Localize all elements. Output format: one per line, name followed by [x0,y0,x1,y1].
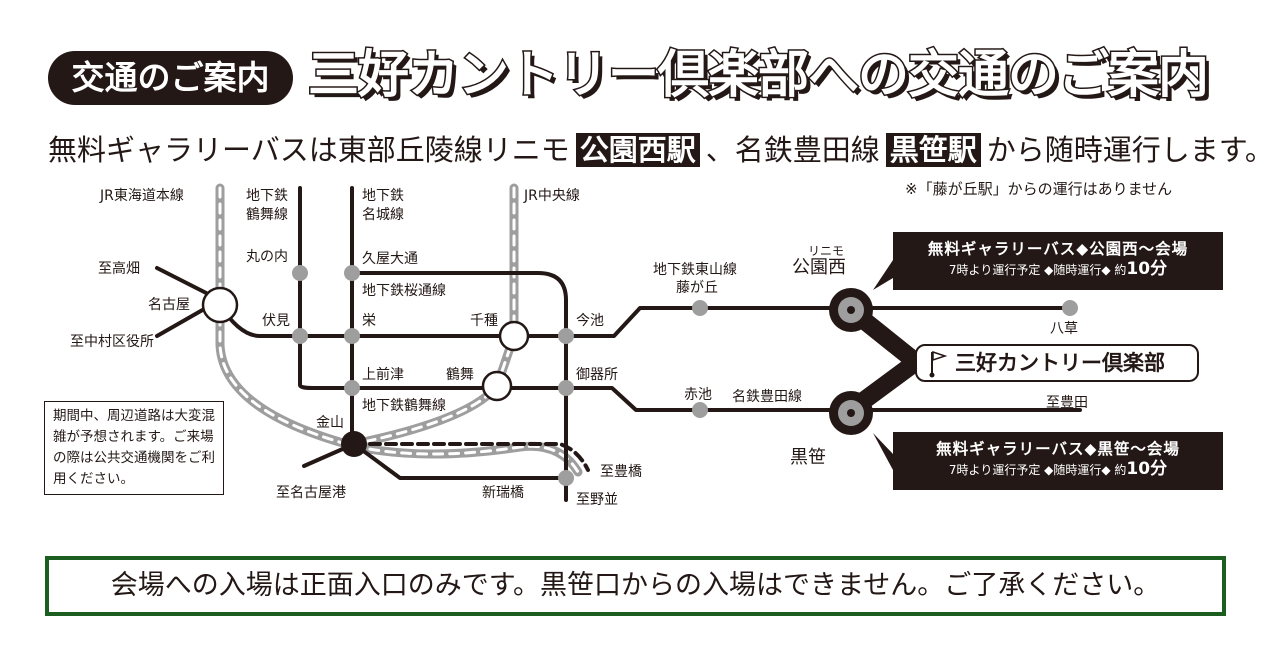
label-toyohashi: 至豊橋 [600,464,642,480]
label-kanayama: 金山 [316,415,344,431]
label-marunouchi: 丸の内 [246,249,288,265]
subtitle-part1: 無料ギャラリーバスは東部丘陵線リニモ [48,133,570,167]
label-chikusa: 千種 [470,313,498,329]
jr-tokaido-line [215,183,583,477]
station-koen-nishi [829,288,873,332]
label-kurozasa: 黒笹 [790,447,826,468]
golf-flag-icon [929,350,948,378]
label-jr-chuo: JR中央線 [524,188,580,204]
stations [292,265,1078,486]
label-jr-tokaido: JR東海道本線 [100,188,184,204]
label-nagoyako: 至名古屋港 [276,485,346,501]
entrance-notice: 会場への入場は正面入口のみです。黒笹口からの入場はできません。ご了承ください。 [45,556,1226,616]
label-tsurumai-2: 鶴舞線 [246,207,288,223]
bus1-detail: 7時より運行予定 ◆随時運行◆ 約10分 [893,259,1223,280]
label-gokiso: 御器所 [576,367,618,383]
subway-lines [155,186,1082,502]
bus-info-kurozasa: 無料ギャラリーバス◆黒笹〜会場 7時より運行予定 ◆随時運行◆ 約10分 [893,432,1223,490]
label-fujigaoka: 藤が丘 [676,280,718,296]
station-tsurumai [481,370,513,402]
label-nonami: 至野並 [576,492,618,508]
bus2-title: 無料ギャラリーバス◆黒笹〜会場 [936,440,1180,458]
station-tag-koen-nishi: 公園西駅 [575,133,700,167]
label-tsurumai: 鶴舞 [446,367,474,383]
label-tsurumai-line: 地下鉄鶴舞線 [362,398,446,414]
label-akaike: 赤池 [684,387,712,403]
label-sakuradori: 地下鉄桜通線 [362,283,446,299]
label-koen-nishi: 公園西 [792,257,846,278]
section-badge: 交通のご案内 [48,51,293,105]
page-title: 三好カントリー倶楽部への交通のご案内 [306,45,1210,107]
label-fushimi: 伏見 [262,313,290,329]
label-nagoya: 名古屋 [148,297,190,313]
label-linimo: リニモ [808,244,845,258]
station-chikusa [498,320,530,352]
meitetsu-nagoya-line [352,442,590,472]
label-takabata: 至高畑 [98,261,140,277]
destination-name: 三好カントリー倶楽部 [955,351,1165,375]
label-meijo-2: 名城線 [362,207,404,223]
label-imaike: 今池 [576,313,604,329]
destination-box: 三好カントリー倶楽部 [915,344,1199,382]
label-shinmizuhashi: 新瑞橋 [482,485,524,501]
label-hisaya: 久屋大通 [362,251,418,267]
station-kanayama [341,431,367,457]
bus2-detail: 7時より運行予定 ◆随時運行◆ 約10分 [893,459,1223,480]
subtitle-part2: 、名鉄豊田線 [705,133,880,167]
bus2-minutes: 10分 [1126,459,1168,479]
bus-arrows [873,260,893,470]
station-nagoya [201,286,239,324]
label-yagusa: 八草 [1050,321,1078,337]
label-toyota: 至豊田 [1046,395,1088,411]
bus-info-koen-nishi: 無料ギャラリーバス◆公園西〜会場 7時より運行予定 ◆随時運行◆ 約10分 [893,232,1223,290]
bus1-title: 無料ギャラリーバス◆公園西〜会場 [927,240,1189,258]
label-tsurumai-1: 地下鉄 [246,188,288,204]
subtitle-part3: から随時運行します。 [986,133,1274,167]
label-higashiyama: 地下鉄東山線 [653,262,737,278]
bus1-minutes: 10分 [1126,259,1168,279]
station-tag-kurozasa: 黒笹駅 [885,133,981,167]
bus1-schedule: 7時より運行予定 ◆随時運行◆ 約 [948,263,1127,277]
bus2-schedule: 7時より運行予定 ◆随時運行◆ 約 [948,463,1127,477]
label-meijo-1: 地下鉄 [362,188,404,204]
station-kurozasa [829,391,873,435]
note: ※「藤が丘駅」からの運行はありません [905,180,1173,198]
label-meitetsu-toyota: 名鉄豊田線 [732,389,802,405]
label-nakamura: 至中村区役所 [70,334,154,350]
subtitle: 無料ギャラリーバスは東部丘陵線リニモ公園西駅、名鉄豊田線黒笹駅から随時運行します… [48,130,1274,170]
label-kamimaezu: 上前津 [362,367,404,383]
traffic-note: 期間中、周辺道路は大変混雑が予想されます。ご来場の際は公共交通機関をご利用くださ… [44,401,224,495]
label-sakae: 栄 [362,313,376,329]
